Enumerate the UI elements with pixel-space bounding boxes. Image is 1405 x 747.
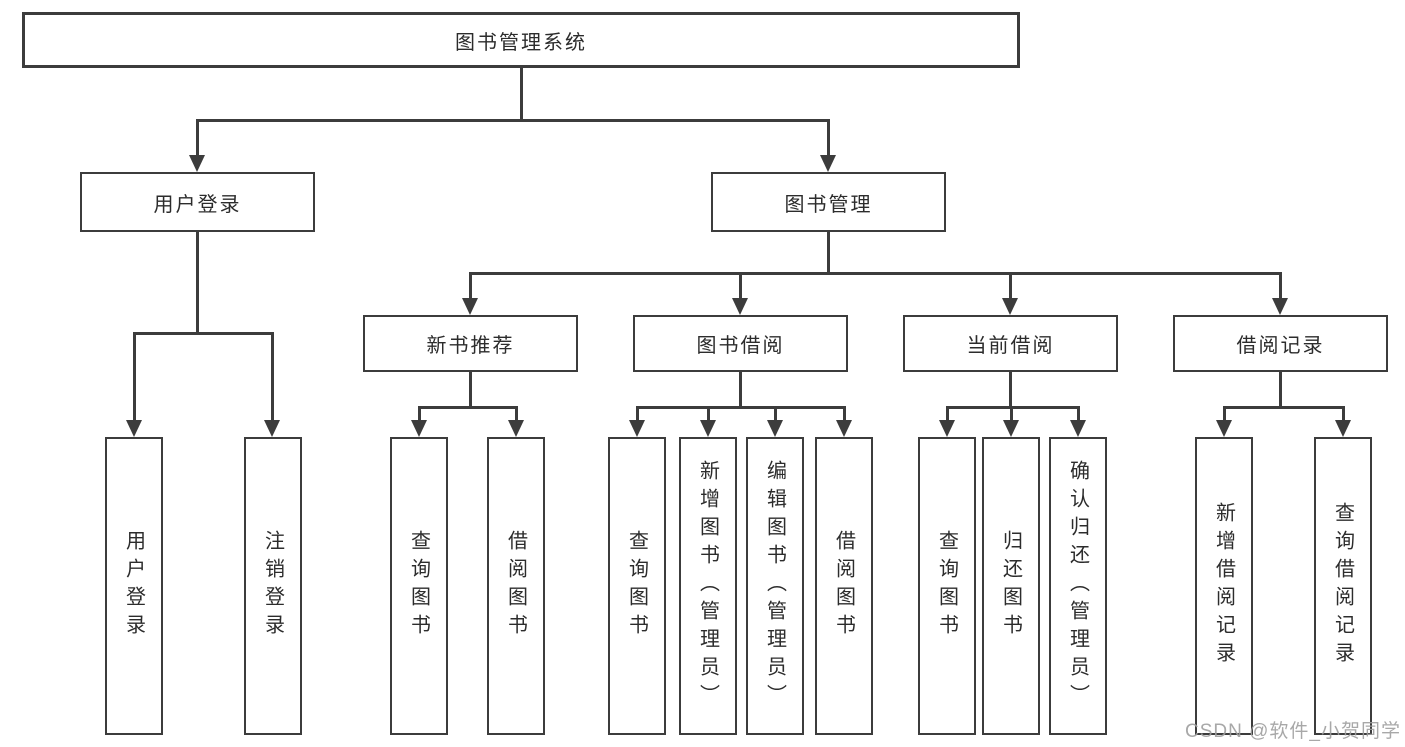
connector-line (1342, 406, 1345, 422)
arrowhead-icon (462, 298, 478, 315)
connector-line (739, 372, 742, 408)
connector-line (196, 119, 830, 122)
leaf-label: 借阅图书 (832, 530, 855, 642)
leaf-query-books-current: 查询图书 (918, 437, 976, 735)
leaf-label: 归还图书 (999, 530, 1022, 642)
connector-line (946, 406, 949, 422)
node-book-management: 图书管理 (711, 172, 946, 232)
leaf-borrow-books: 借阅图书 (815, 437, 873, 735)
connector-line (1223, 406, 1226, 422)
node-new-book-recommend: 新书推荐 (363, 315, 578, 372)
connector-line (636, 406, 639, 422)
arrowhead-icon (939, 420, 955, 437)
connector-line (1279, 272, 1282, 300)
leaf-label: 查询图书 (935, 530, 958, 642)
leaf-confirm-return-admin: 确认归还（管理员） (1049, 437, 1107, 735)
node-current-borrowing: 当前借阅 (903, 315, 1118, 372)
connector-line (1223, 406, 1344, 409)
connector-line (515, 406, 518, 422)
connector-line (1279, 372, 1282, 408)
node-user-login: 用户登录 (80, 172, 315, 232)
arrowhead-icon (126, 420, 142, 437)
node-label: 新书推荐 (426, 335, 515, 357)
node-label: 借阅记录 (1236, 335, 1325, 357)
arrowhead-icon (629, 420, 645, 437)
arrowhead-icon (820, 155, 836, 172)
connector-line (1009, 272, 1012, 300)
connector-line (469, 272, 472, 300)
arrowhead-icon (836, 420, 852, 437)
node-label: 用户登录 (153, 193, 242, 216)
leaf-user-login: 用户登录 (105, 437, 163, 735)
csdn-watermark: CSDN @软件_小贺同学 (1185, 721, 1401, 742)
leaf-borrow-books-recommend: 借阅图书 (487, 437, 545, 735)
connector-line (469, 272, 1282, 275)
arrowhead-icon (189, 155, 205, 172)
leaf-query-books-borrowing: 查询图书 (608, 437, 666, 735)
node-label: 图书管理 (784, 193, 873, 216)
connector-line (520, 68, 523, 121)
arrowhead-icon (1003, 420, 1019, 437)
arrowhead-icon (1272, 298, 1288, 315)
connector-line (827, 119, 830, 157)
leaf-label: 确认归还（管理员） (1066, 460, 1089, 712)
connector-line (827, 232, 830, 274)
leaf-label: 查询借阅记录 (1331, 502, 1354, 670)
connector-line (196, 119, 199, 157)
connector-line (843, 406, 846, 422)
leaf-add-borrow-record: 新增借阅记录 (1195, 437, 1253, 735)
leaf-label: 查询图书 (407, 530, 430, 642)
connector-line (946, 406, 1079, 409)
connector-line (469, 372, 472, 408)
leaf-label: 借阅图书 (504, 530, 527, 642)
leaf-return-books: 归还图书 (982, 437, 1040, 735)
leaf-logout: 注销登录 (244, 437, 302, 735)
arrowhead-icon (508, 420, 524, 437)
arrowhead-icon (732, 298, 748, 315)
connector-line (1010, 406, 1013, 422)
node-label: 图书管理系统 (455, 31, 587, 54)
leaf-label: 用户登录 (122, 530, 145, 642)
arrowhead-icon (700, 420, 716, 437)
connector-line (133, 332, 136, 422)
node-label: 图书借阅 (696, 335, 785, 357)
leaf-add-books-admin: 新增图书（管理员） (679, 437, 737, 735)
node-library-management-system: 图书管理系统 (22, 12, 1020, 68)
connector-line (1009, 372, 1012, 408)
leaf-label: 查询图书 (625, 530, 648, 642)
arrowhead-icon (1002, 298, 1018, 315)
arrowhead-icon (264, 420, 280, 437)
leaf-query-borrow-record: 查询借阅记录 (1314, 437, 1372, 735)
arrowhead-icon (1335, 420, 1351, 437)
leaf-label: 新增图书（管理员） (696, 460, 719, 712)
arrowhead-icon (1216, 420, 1232, 437)
node-book-borrowing: 图书借阅 (633, 315, 848, 372)
node-borrowing-records: 借阅记录 (1173, 315, 1388, 372)
arrowhead-icon (1070, 420, 1086, 437)
connector-line (418, 406, 421, 422)
connector-line (774, 406, 777, 422)
leaf-label: 编辑图书（管理员） (763, 460, 786, 712)
node-label: 当前借阅 (966, 335, 1055, 357)
connector-line (739, 272, 742, 300)
connector-line (1077, 406, 1080, 422)
leaf-label: 注销登录 (261, 530, 284, 642)
arrowhead-icon (411, 420, 427, 437)
connector-line (707, 406, 710, 422)
arrowhead-icon (767, 420, 783, 437)
connector-line (418, 406, 517, 409)
leaf-query-books-recommend: 查询图书 (390, 437, 448, 735)
connector-line (196, 232, 199, 334)
leaf-edit-books-admin: 编辑图书（管理员） (746, 437, 804, 735)
connector-line (271, 332, 274, 422)
connector-line (133, 332, 274, 335)
leaf-label: 新增借阅记录 (1212, 502, 1235, 670)
connector-line (636, 406, 845, 409)
